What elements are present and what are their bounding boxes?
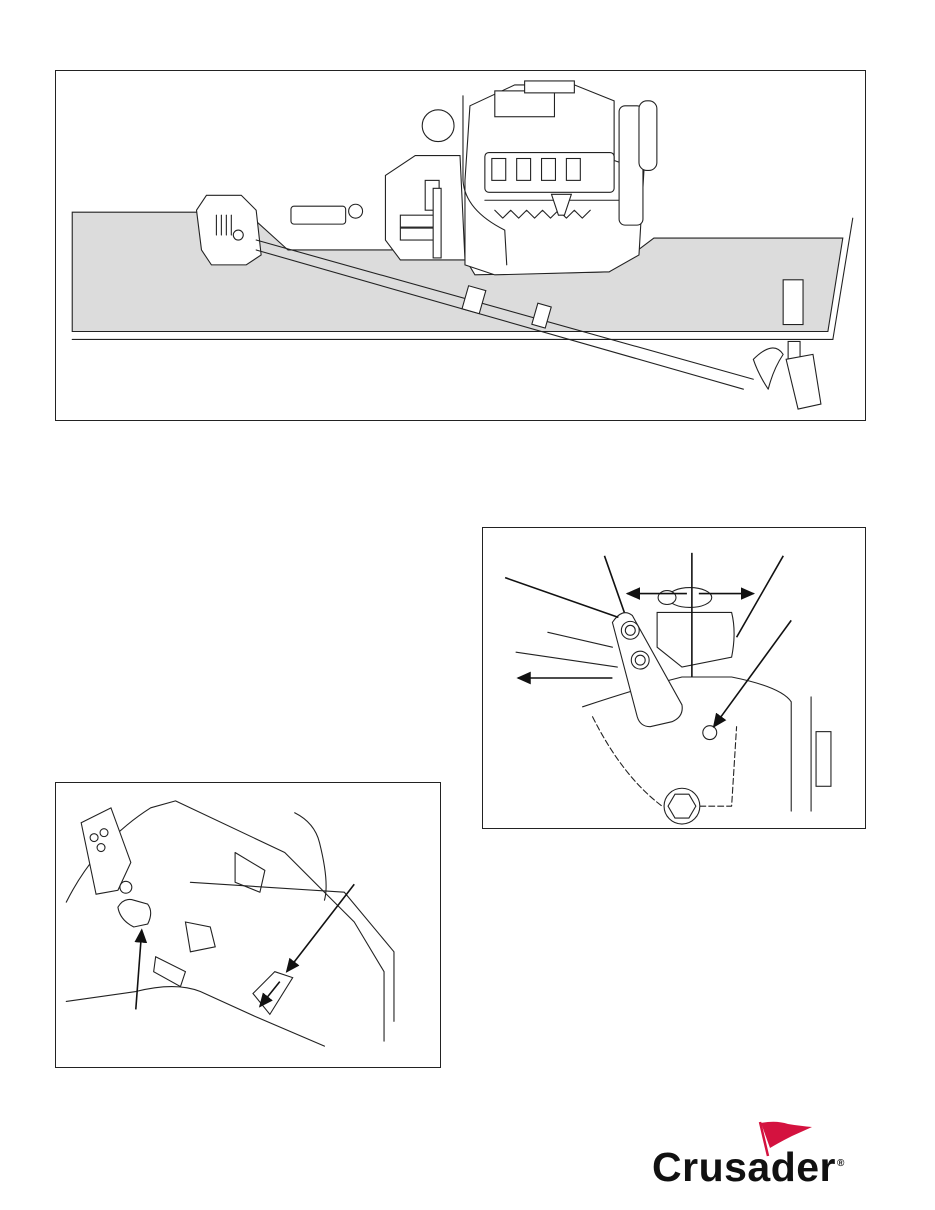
shaft-coupling [461,285,487,315]
figure-transmission-closeup [55,782,441,1068]
flag-icon [758,1121,812,1157]
shift-lever [611,612,683,728]
transmission-closeup-drawing [65,800,395,1047]
propeller-shaft [255,239,754,390]
figure-shift-lever [482,527,866,829]
brand-wordmark: Crusader® [652,1147,845,1188]
brand-name: Crusader [652,1144,837,1190]
rudder [782,279,822,410]
arrow-to-plug [134,928,148,1010]
hose [294,812,327,901]
direction-plate [252,971,294,1016]
filter-circle [421,109,455,143]
arrow-to-plate [285,883,355,973]
arrow-to-hole [712,619,792,728]
lever-handle [153,955,187,988]
transmission [384,154,466,261]
drive-shaft [290,205,347,225]
v-drive-unit [195,194,262,266]
engine-block [421,80,658,276]
shift-lever-drawing [504,552,832,825]
crusader-logo: Crusader® [652,1118,872,1190]
engine-installation-drawing [71,80,854,410]
drain-plug [117,898,152,928]
figure-engine-installation [55,70,866,421]
propeller [752,347,784,390]
mounting-bracket [80,807,132,895]
registered-mark: ® [837,1158,845,1169]
transom-line [832,217,854,341]
shaft-log [531,302,552,329]
